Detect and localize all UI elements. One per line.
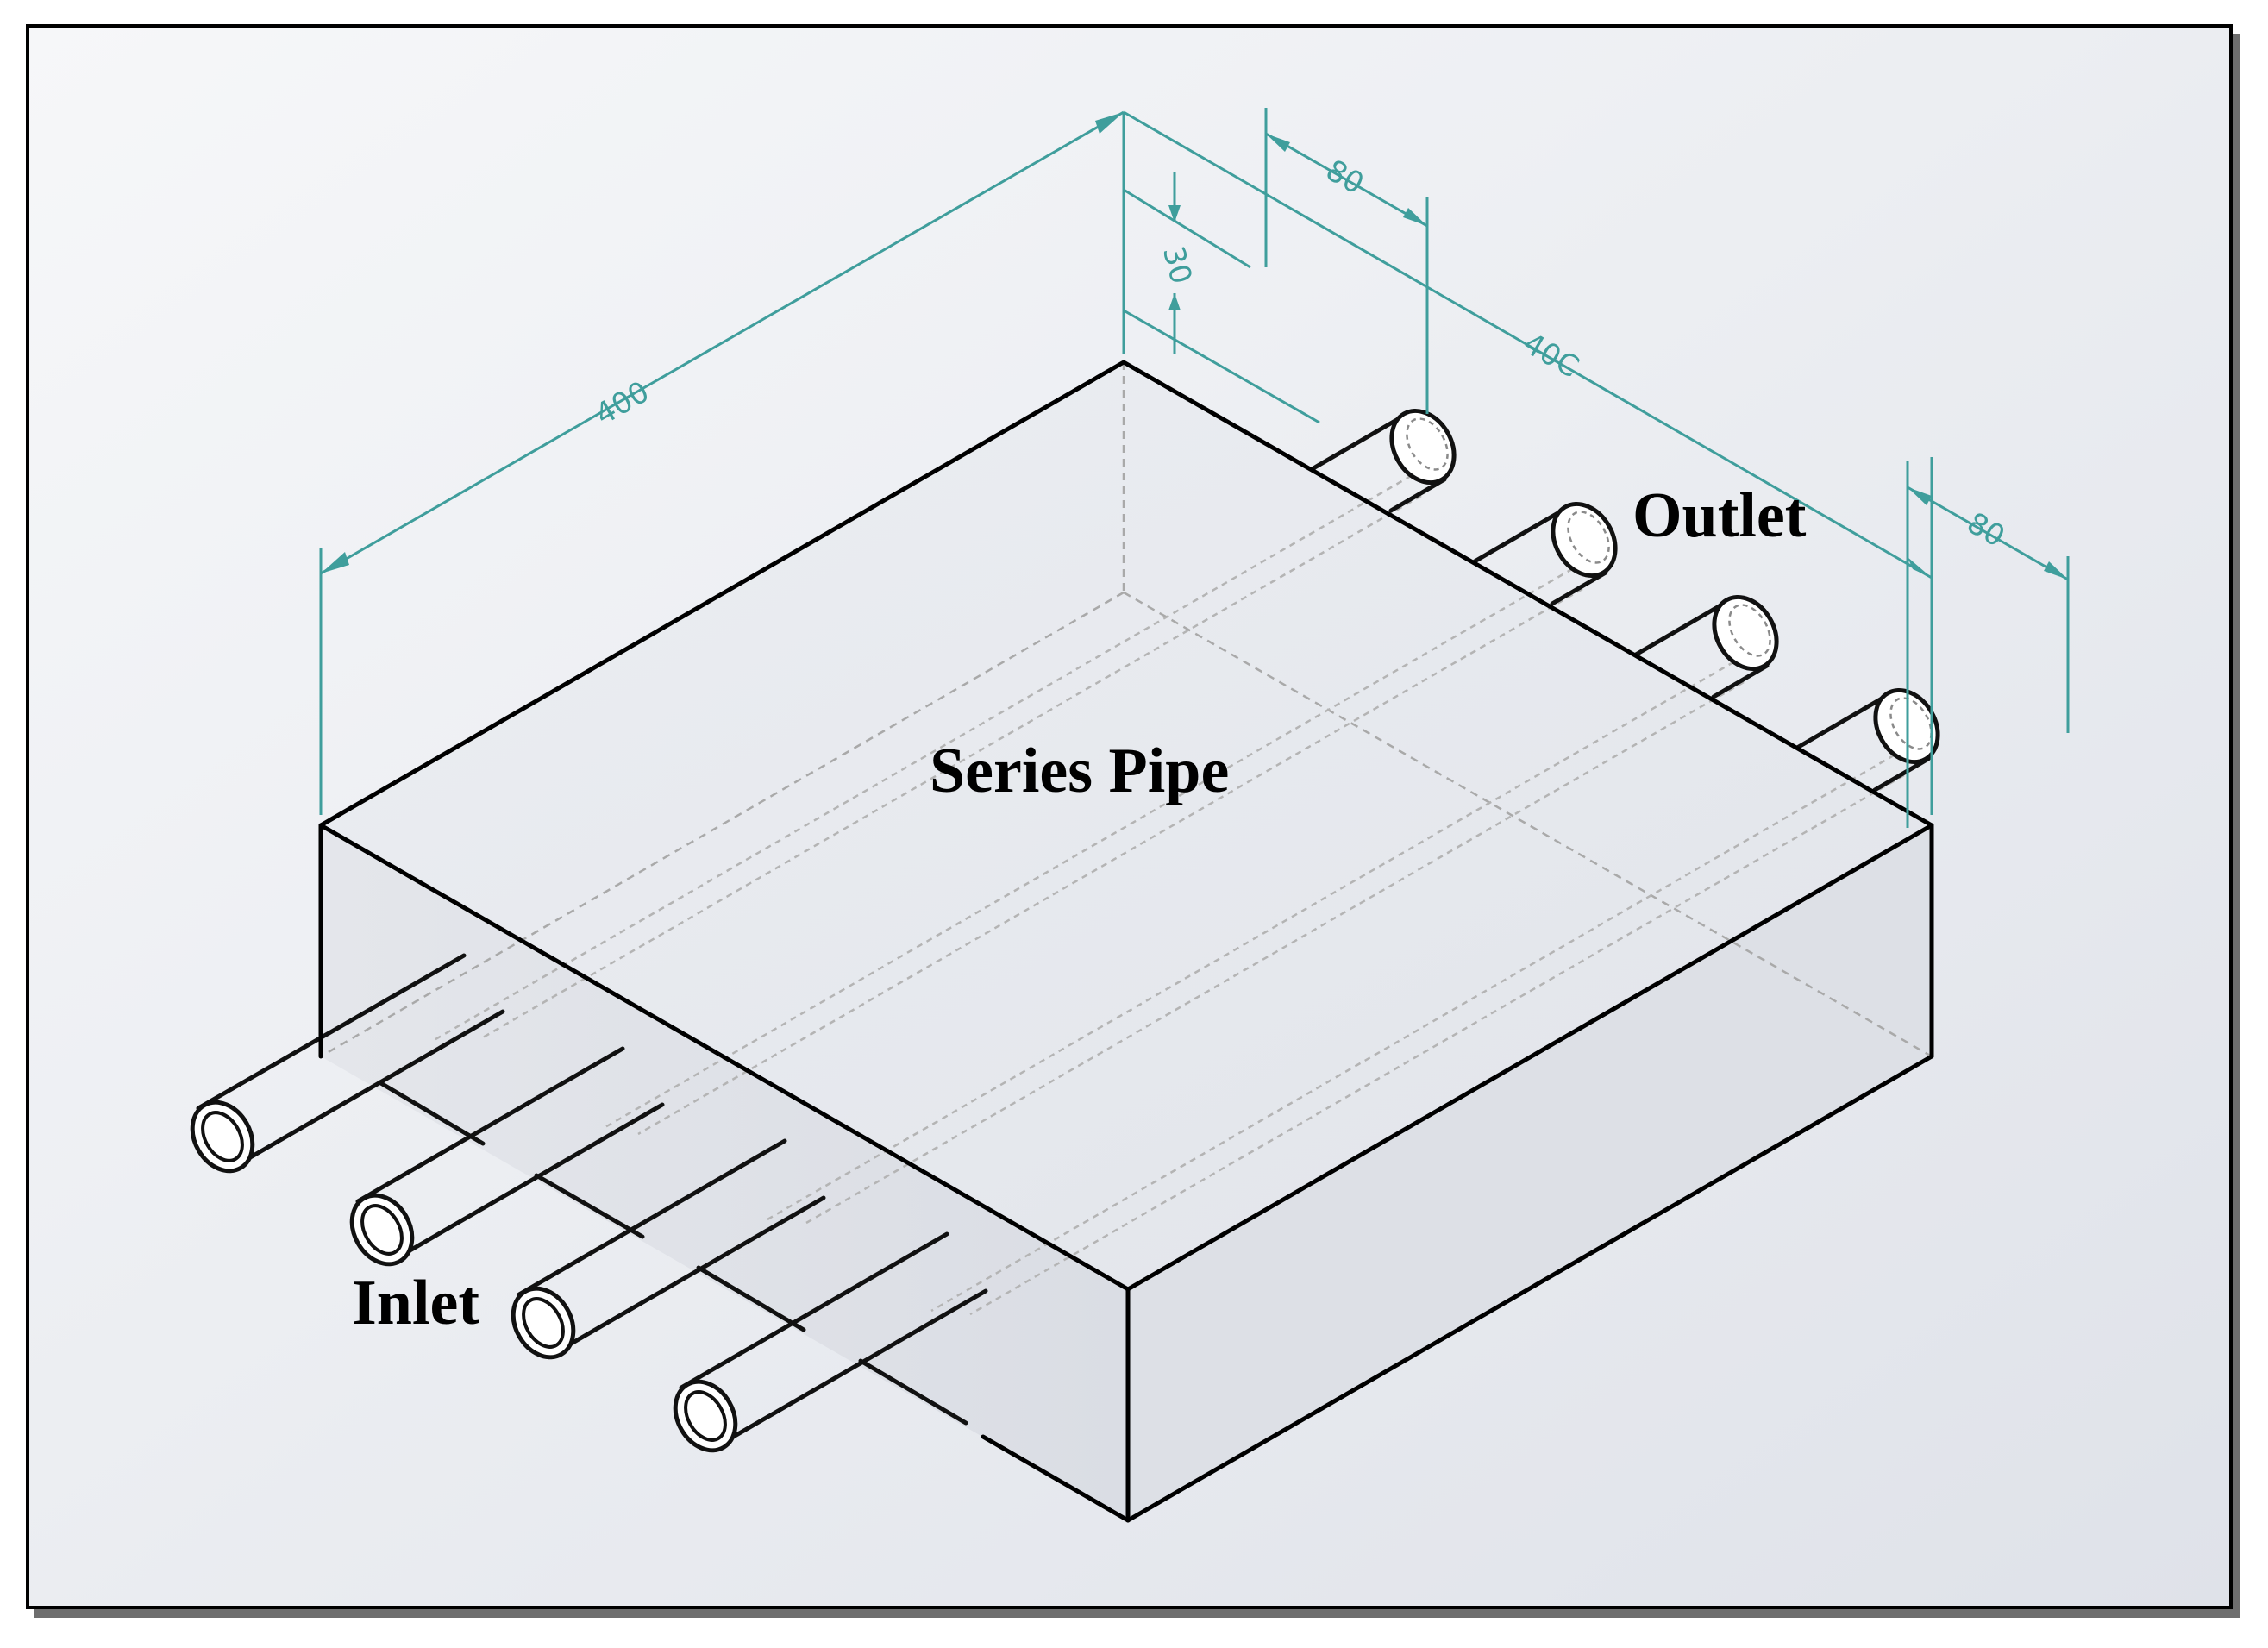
inlet-pipe-4 <box>673 1231 988 1453</box>
box-hidden-edges <box>320 362 1933 1058</box>
outlet-pipe-3 <box>1633 594 1779 699</box>
inlet-pipe-1 <box>190 953 505 1174</box>
box-left-face <box>321 825 1128 1520</box>
box-right-face <box>1128 825 1932 1520</box>
outlet-pipes <box>1311 408 1940 793</box>
label-series-pipe: Series Pipe <box>930 736 1229 806</box>
inlet-pipe-3 <box>511 1138 826 1360</box>
inlet-pipes <box>190 953 988 1453</box>
outlet-pipe-1 <box>1311 408 1457 513</box>
box-edges <box>318 360 1934 1523</box>
inlet-pipe-2 <box>349 1046 665 1267</box>
label-outlet: Outlet <box>1632 480 1807 551</box>
label-inlet: Inlet <box>352 1268 479 1338</box>
outlet-pipe-2 <box>1472 501 1618 606</box>
internal-pipes <box>430 468 1905 1316</box>
